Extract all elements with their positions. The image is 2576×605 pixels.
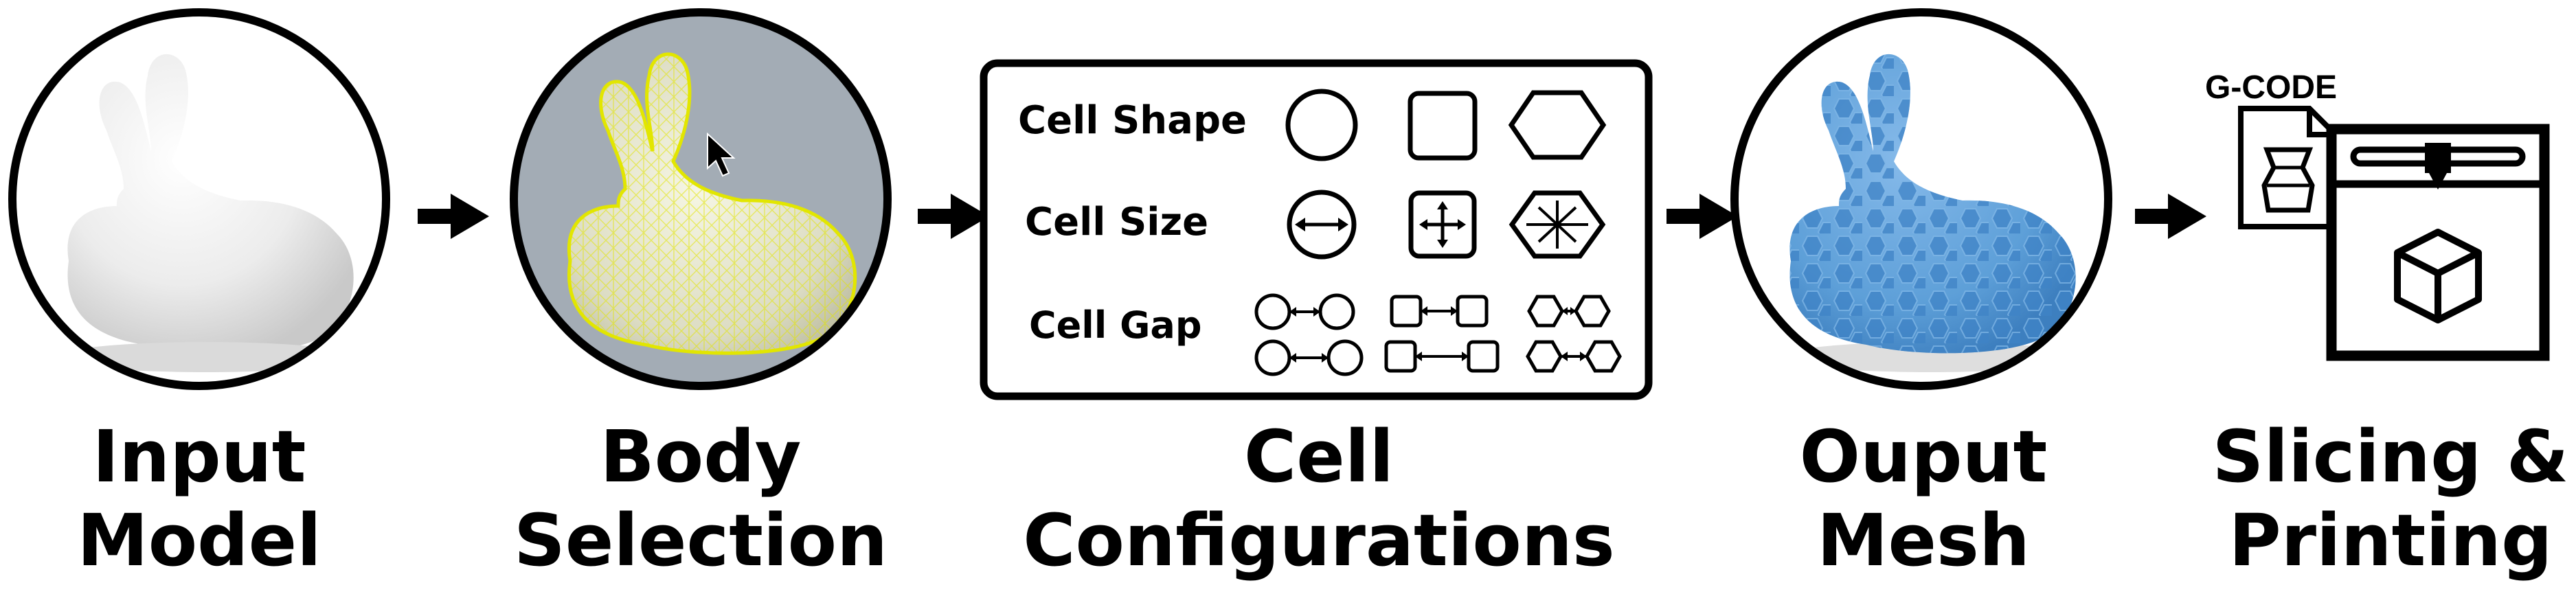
stage-label-slicing-printing: Slicing & Printing [2212,415,2569,582]
config-panel [980,59,1653,400]
arrow-3 [1667,194,1738,239]
stage-label-line1: Ouput [1799,415,2048,499]
square-icon [1408,91,1478,161]
circle-resize-icon [1287,190,1357,260]
cell-shape-label: Cell Shape [1018,98,1247,143]
stage-label-line1: Input [92,415,306,499]
stage-label-line2: Selection [513,499,888,582]
stage-label-line1: Cell [1243,415,1394,499]
stage-label-line1: Slicing & [2212,415,2569,499]
stage-label-line2: Configurations [1023,499,1615,582]
input-model-circle [8,8,390,390]
square-resize-icon [1408,190,1477,259]
stage-label-body-selection: Body Selection [501,415,900,582]
cursor-icon [707,132,736,177]
stage-label-output-mesh: Ouput Mesh [1745,415,2102,582]
gcode-file-icon [2238,106,2338,229]
stage-label-line2: Model [77,499,321,582]
square-gap-icon [1384,295,1500,373]
circle-gap-icon [1254,293,1364,376]
hexagon-gap-icon [1526,295,1622,373]
body-selection-circle [510,8,892,390]
stage-label-cell-configurations: Cell Configurations [1003,415,1635,582]
arrow-2 [918,194,989,239]
hexagon-icon [1508,90,1607,160]
stage-label-input-model: Input Model [27,415,371,582]
3d-printer-icon [2326,124,2550,361]
gcode-label: G-CODE [2205,69,2337,106]
stage-label-line2: Printing [2228,499,2553,582]
arrow-1 [418,194,489,239]
stage-label-line1: Body [600,415,802,499]
cell-gap-label: Cell Gap [1029,304,1202,347]
circle-icon [1285,89,1358,161]
cube-icon [2394,229,2482,323]
cell-size-label: Cell Size [1025,200,1209,244]
output-mesh-circle [1730,8,2112,390]
arrow-4 [2135,194,2206,239]
hexagon-resize-icon [1509,190,1606,259]
stage-label-line2: Mesh [1817,499,2030,582]
